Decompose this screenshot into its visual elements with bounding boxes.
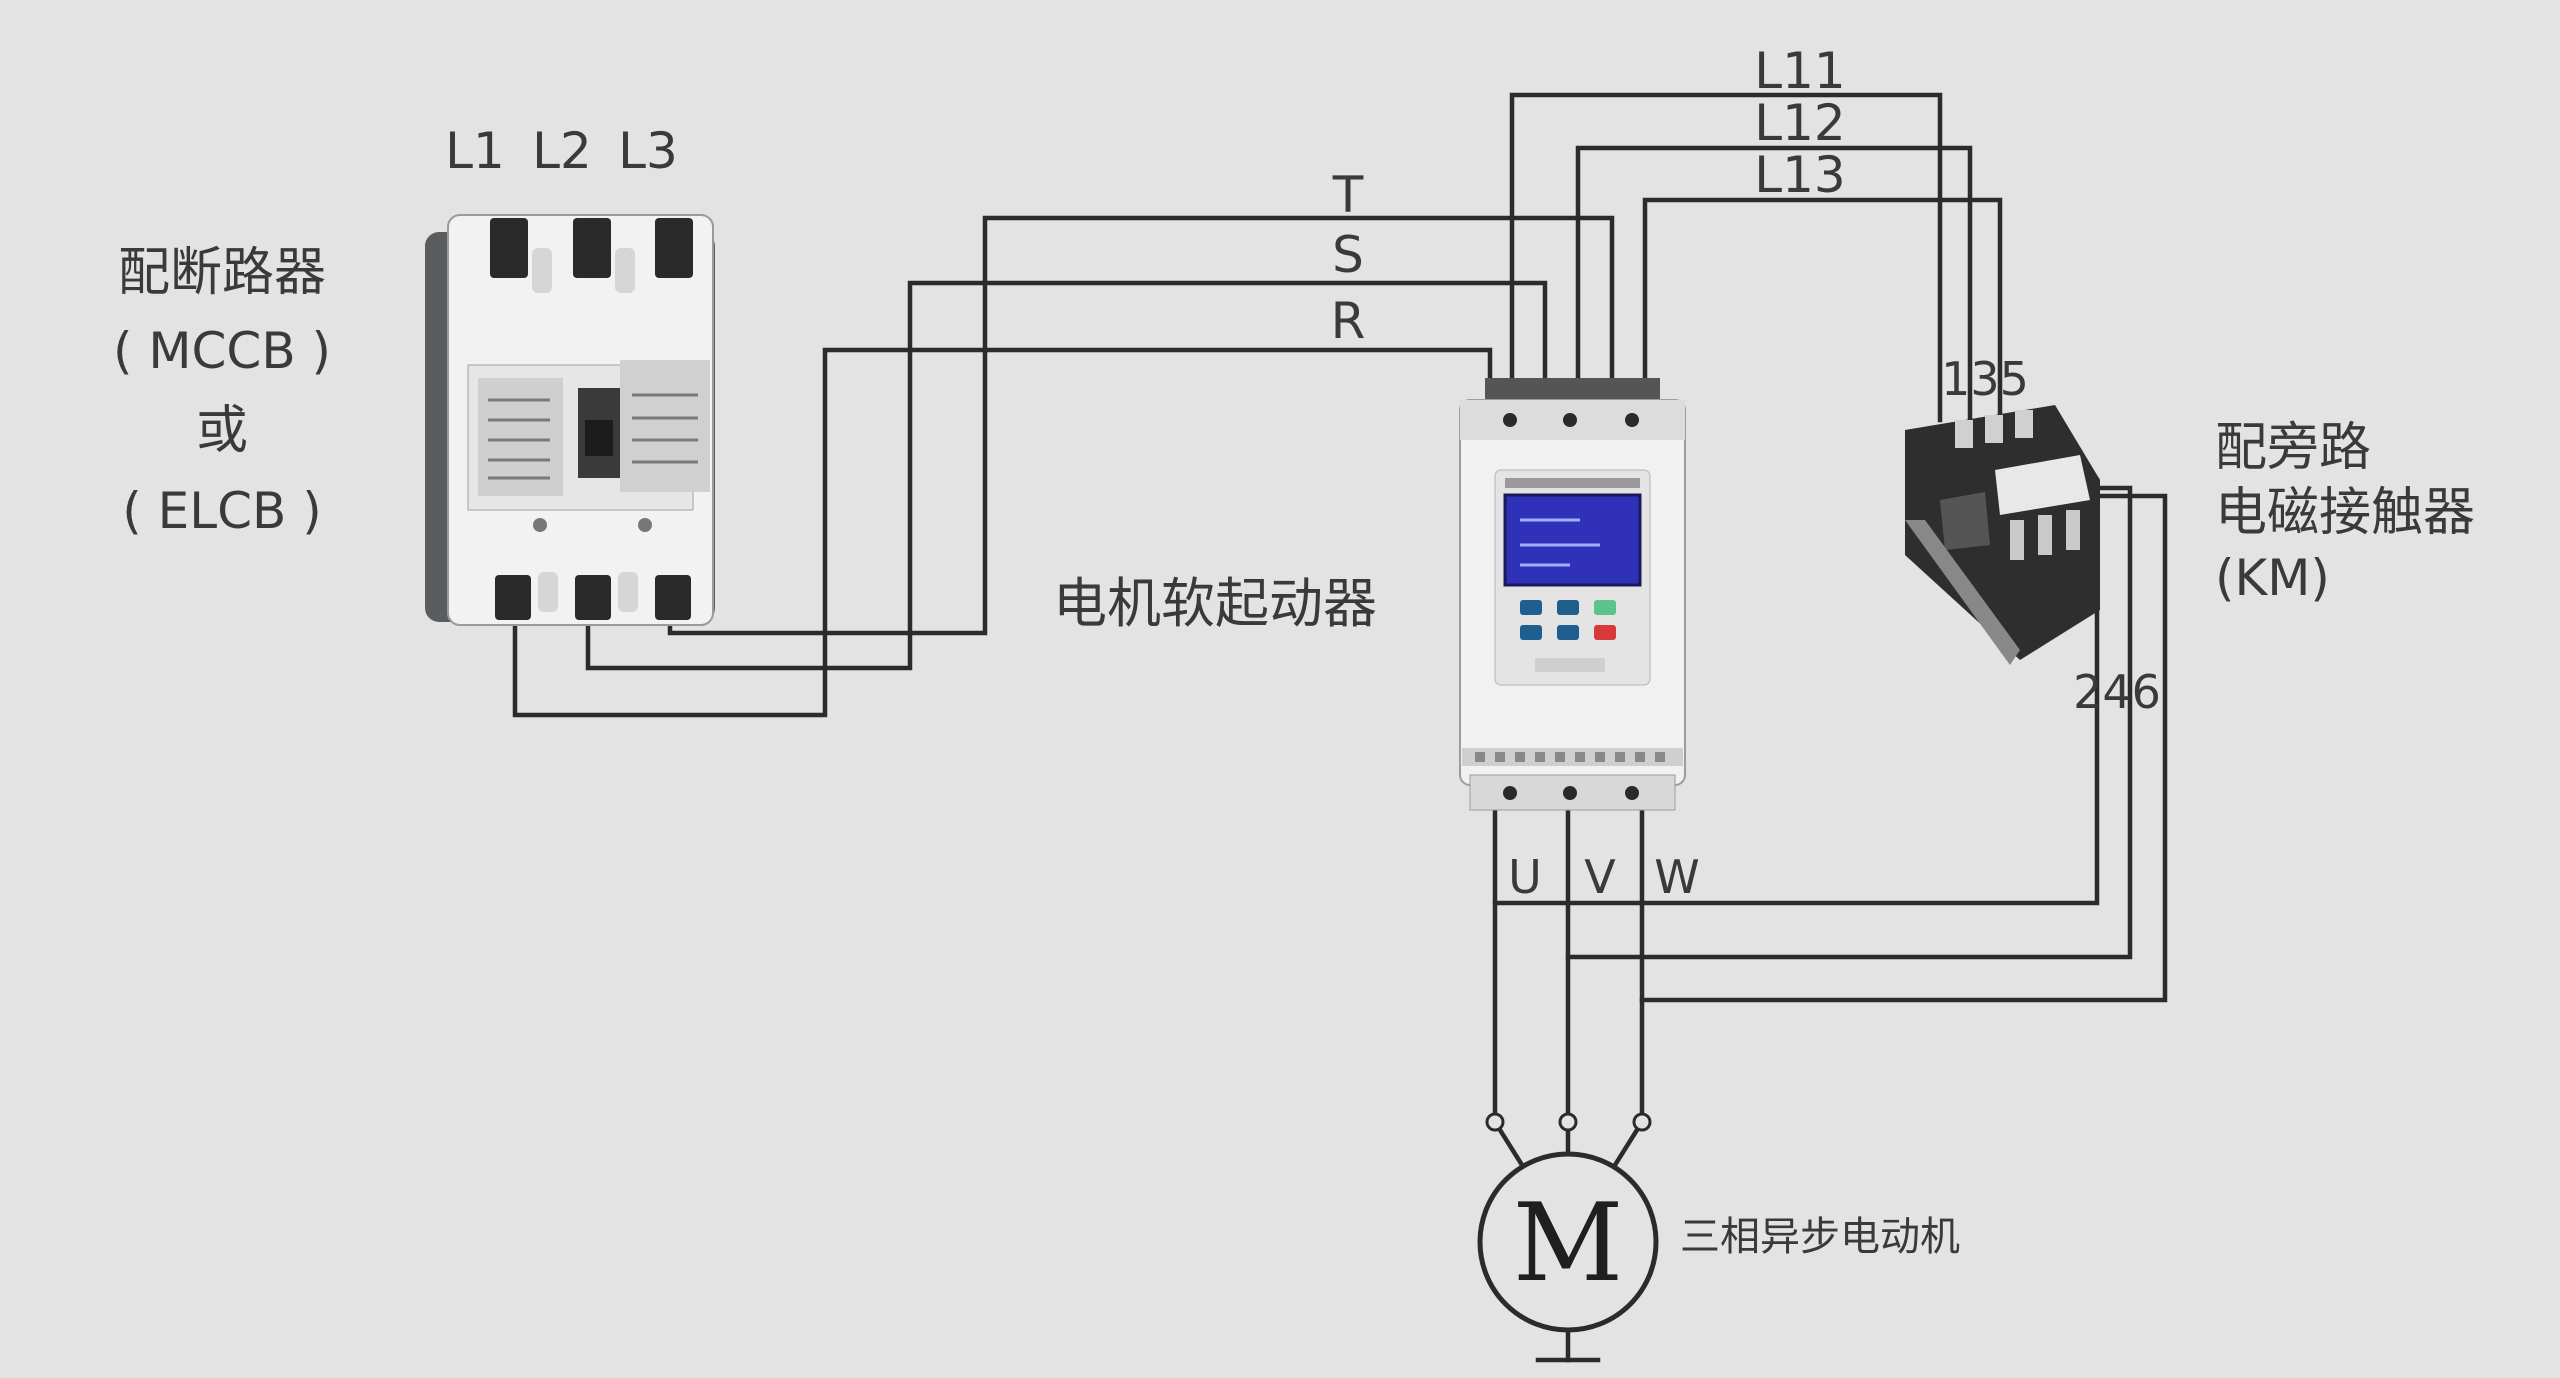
breaker-label-line1: 配断路器: [118, 243, 326, 303]
breaker-terminal-l1: L1: [445, 122, 505, 180]
wires: [512, 92, 2168, 1363]
line-t-label: T: [1332, 166, 1364, 224]
motor: M: [1477, 1151, 1659, 1333]
wire-s: [585, 280, 1548, 671]
terminal-v: [1558, 1112, 1578, 1132]
labels: L1 L2 L3 配断路器 ( MCCB ) 或 ( ELCB ) T S R …: [113, 42, 2475, 1260]
wire-l11: [1509, 92, 1943, 423]
wire-l13: [1642, 197, 2003, 423]
output-u-label: U: [1508, 850, 1542, 904]
contactor-label-line3: (KM): [2215, 549, 2330, 607]
bypass-l11-label: L11: [1754, 42, 1845, 100]
circuit-breaker: [425, 214, 715, 626]
output-v-label: V: [1584, 850, 1616, 904]
contactor-output-terminals: 246: [2073, 665, 2161, 719]
contactor-label-line1: 配旁路: [2215, 418, 2371, 478]
breaker-label-line3: 或: [196, 401, 248, 461]
contactor-label-line2: 电磁接触器: [2215, 483, 2475, 543]
breaker-label-line2: ( MCCB ): [113, 322, 331, 380]
softstarter-label: 电机软起动器: [1053, 572, 1377, 635]
bypass-l13-label: L13: [1754, 146, 1845, 204]
wire-km4: [1565, 485, 2133, 960]
wire-r: [512, 347, 1493, 718]
breaker-label-line4: ( ELCB ): [122, 482, 321, 540]
wire-l12: [1575, 145, 1973, 423]
wire-t: [667, 215, 1615, 636]
bypass-contactor: [1905, 405, 2100, 665]
output-w-label: W: [1654, 850, 1699, 904]
motor-circle: [1477, 1151, 1659, 1333]
bypass-l12-label: L12: [1754, 94, 1845, 152]
line-r-label: R: [1331, 292, 1366, 350]
motor-label: 三相异步电动机: [1680, 1214, 1960, 1260]
breaker-terminal-l3: L3: [618, 122, 678, 180]
terminal-w: [1632, 1112, 1652, 1132]
soft-starter: [1459, 378, 1686, 811]
keypad: [1520, 600, 1616, 640]
terminal-u: [1485, 1112, 1505, 1132]
wire-km6: [1639, 493, 2168, 1003]
motor-symbol: M: [1513, 1181, 1624, 1306]
motor-terminals: [1485, 1112, 1652, 1132]
display-screen: [1503, 493, 1642, 587]
line-s-label: S: [1332, 226, 1364, 284]
breaker-terminal-l2: L2: [532, 122, 592, 180]
contactor-input-terminals: 135: [1941, 352, 2029, 406]
